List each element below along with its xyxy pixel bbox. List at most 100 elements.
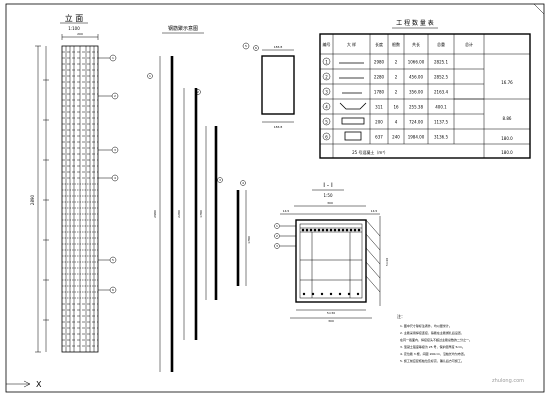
rebar-diagram: 钢筋聚示意图 2980 1 2280 2 1780 3 1780 4 5 — [147, 25, 251, 372]
rebar-dot — [337, 228, 341, 232]
svg-text:2280: 2280 — [177, 210, 181, 218]
svg-text:3: 3 — [276, 244, 278, 248]
note-line: 在同一截面内，焊接接头不超过主筋总数的二分之一。 — [400, 337, 472, 342]
rebar-dot — [317, 228, 321, 232]
table-cell: 5 — [325, 120, 328, 125]
note-line: 3. 混凝土强度等级为 25 号，保护层厚度 5cm。 — [400, 344, 465, 349]
svg-text:300: 300 — [327, 201, 333, 205]
stirrup-detail: 183.8 183.8 6 — [253, 45, 295, 129]
svg-text:1780: 1780 — [247, 236, 251, 244]
sheet-border — [5, 3, 545, 393]
table-cell: 240 — [392, 135, 400, 140]
table-cell: 200 — [375, 120, 383, 125]
svg-text:4: 4 — [242, 181, 244, 185]
ucs-axis-icon: X — [6, 380, 42, 389]
table-cell: 1 — [325, 60, 328, 65]
table-header: 编号 — [323, 41, 331, 47]
table-cell: 3 — [325, 90, 328, 95]
table-cell: 311 — [375, 105, 383, 110]
table-cell: 2 — [395, 60, 398, 65]
svg-text:4: 4 — [114, 176, 116, 180]
rebar-dot — [313, 228, 317, 232]
concrete-total: 180.0 — [501, 150, 513, 155]
table-cell: 2 — [395, 90, 398, 95]
svg-text:14.5: 14.5 — [371, 209, 378, 213]
svg-text:6: 6 — [112, 288, 114, 292]
svg-text:5: 5 — [245, 44, 247, 48]
svg-text:1: 1 — [149, 74, 151, 78]
front-view: 立 面 1:100 200 2890 — [30, 13, 119, 353]
front-view-leaders — [98, 54, 119, 294]
concrete-label: 25 号混凝土（m³） — [352, 149, 388, 155]
table-cell: 2 — [325, 75, 328, 80]
table-cell: 1066.00 — [408, 60, 425, 65]
table-cell: 1137.5 — [434, 120, 448, 125]
svg-text:183.8: 183.8 — [274, 45, 283, 49]
note-line: 5. 施工前应复核桩位及标高，确认后方可施工。 — [400, 358, 464, 363]
table-cell: 724.00 — [409, 120, 423, 125]
svg-text:5×30: 5×30 — [327, 311, 335, 315]
svg-text:300: 300 — [328, 319, 334, 323]
table-header: 大 样 — [347, 41, 356, 47]
table-header: 根数 — [392, 41, 400, 47]
front-view-scale: 1:100 — [68, 26, 80, 31]
table-cell: 2980 — [374, 60, 385, 65]
rebar-dot — [311, 292, 315, 296]
svg-text:5: 5 — [112, 258, 114, 262]
rebar-dot — [341, 228, 345, 232]
note-line: 4. 定位筋 3 根，间距 200cm，沿桩长均匀布置。 — [400, 351, 467, 356]
svg-text:2: 2 — [114, 94, 116, 98]
total-value-2: 8.86 — [503, 116, 512, 121]
svg-text:200: 200 — [77, 32, 83, 36]
table-cell: 3136.5 — [434, 135, 448, 140]
watermark: zhulong.com — [492, 378, 524, 384]
svg-text:183.8: 183.8 — [274, 125, 283, 129]
quantity-table-title: 工 程 数 量 表 — [396, 19, 434, 27]
rebar-diagram-title: 钢筋聚示意图 — [168, 25, 198, 32]
section-scale: 1:50 — [324, 193, 333, 198]
table-cell: 4 — [395, 120, 398, 125]
total-value-1: 16.76 — [501, 80, 513, 85]
table-cell: 4 — [325, 105, 328, 110]
table-cell: 637 — [375, 135, 383, 140]
corner-tick — [533, 3, 545, 15]
svg-text:1: 1 — [276, 224, 278, 228]
rebar-dot — [325, 228, 329, 232]
svg-text:2890: 2890 — [30, 194, 35, 205]
table-cell: 255.38 — [409, 105, 423, 110]
quantity-table: 工 程 数 量 表 编号 大 样 长度 — [319, 19, 531, 159]
svg-text:1780: 1780 — [199, 210, 203, 218]
axis-label: X — [36, 380, 42, 389]
svg-text:14.5: 14.5 — [283, 209, 290, 213]
svg-text:5×40: 5×40 — [385, 258, 389, 266]
svg-text:3: 3 — [114, 148, 116, 152]
rebar-dot — [302, 292, 306, 296]
section-title: I - I — [323, 182, 333, 189]
rebar-dot — [321, 228, 325, 232]
rebar-dot — [329, 292, 333, 296]
table-cell: 1984.00 — [408, 135, 425, 140]
svg-text:2: 2 — [197, 90, 199, 94]
table-cell: 2852.5 — [434, 75, 448, 80]
note-line: 1. 图中尺寸除标注者外，均以厘米计。 — [400, 323, 452, 328]
total-value-3: 180.0 — [501, 136, 513, 141]
table-header: 总计 — [465, 41, 473, 47]
notes: 注： 1. 图中尺寸除标注者外，均以厘米计。 2. 主筋采用焊接连接，箍筋在主筋… — [397, 313, 472, 363]
table-header: 总重 — [437, 41, 445, 47]
table-cell: 2 — [395, 75, 398, 80]
section-view: I - I 1:50 300 14.5 14.5 5×40 — [274, 182, 389, 323]
rebar-dot — [338, 292, 342, 296]
rebar-dot — [345, 228, 349, 232]
table-header: 共长 — [412, 41, 420, 47]
front-view-title: 立 面 — [65, 13, 84, 23]
table-cell: 1780 — [374, 90, 385, 95]
rebar-dot — [333, 228, 337, 232]
rebar-dot — [309, 228, 313, 232]
rebar-dot — [329, 228, 333, 232]
table-cell: 16 — [393, 105, 399, 110]
table-cell: 400.1 — [435, 105, 447, 110]
table-cell: 6 — [325, 135, 328, 140]
rebar-dot — [349, 228, 353, 232]
table-cell: 2825.1 — [434, 60, 448, 65]
